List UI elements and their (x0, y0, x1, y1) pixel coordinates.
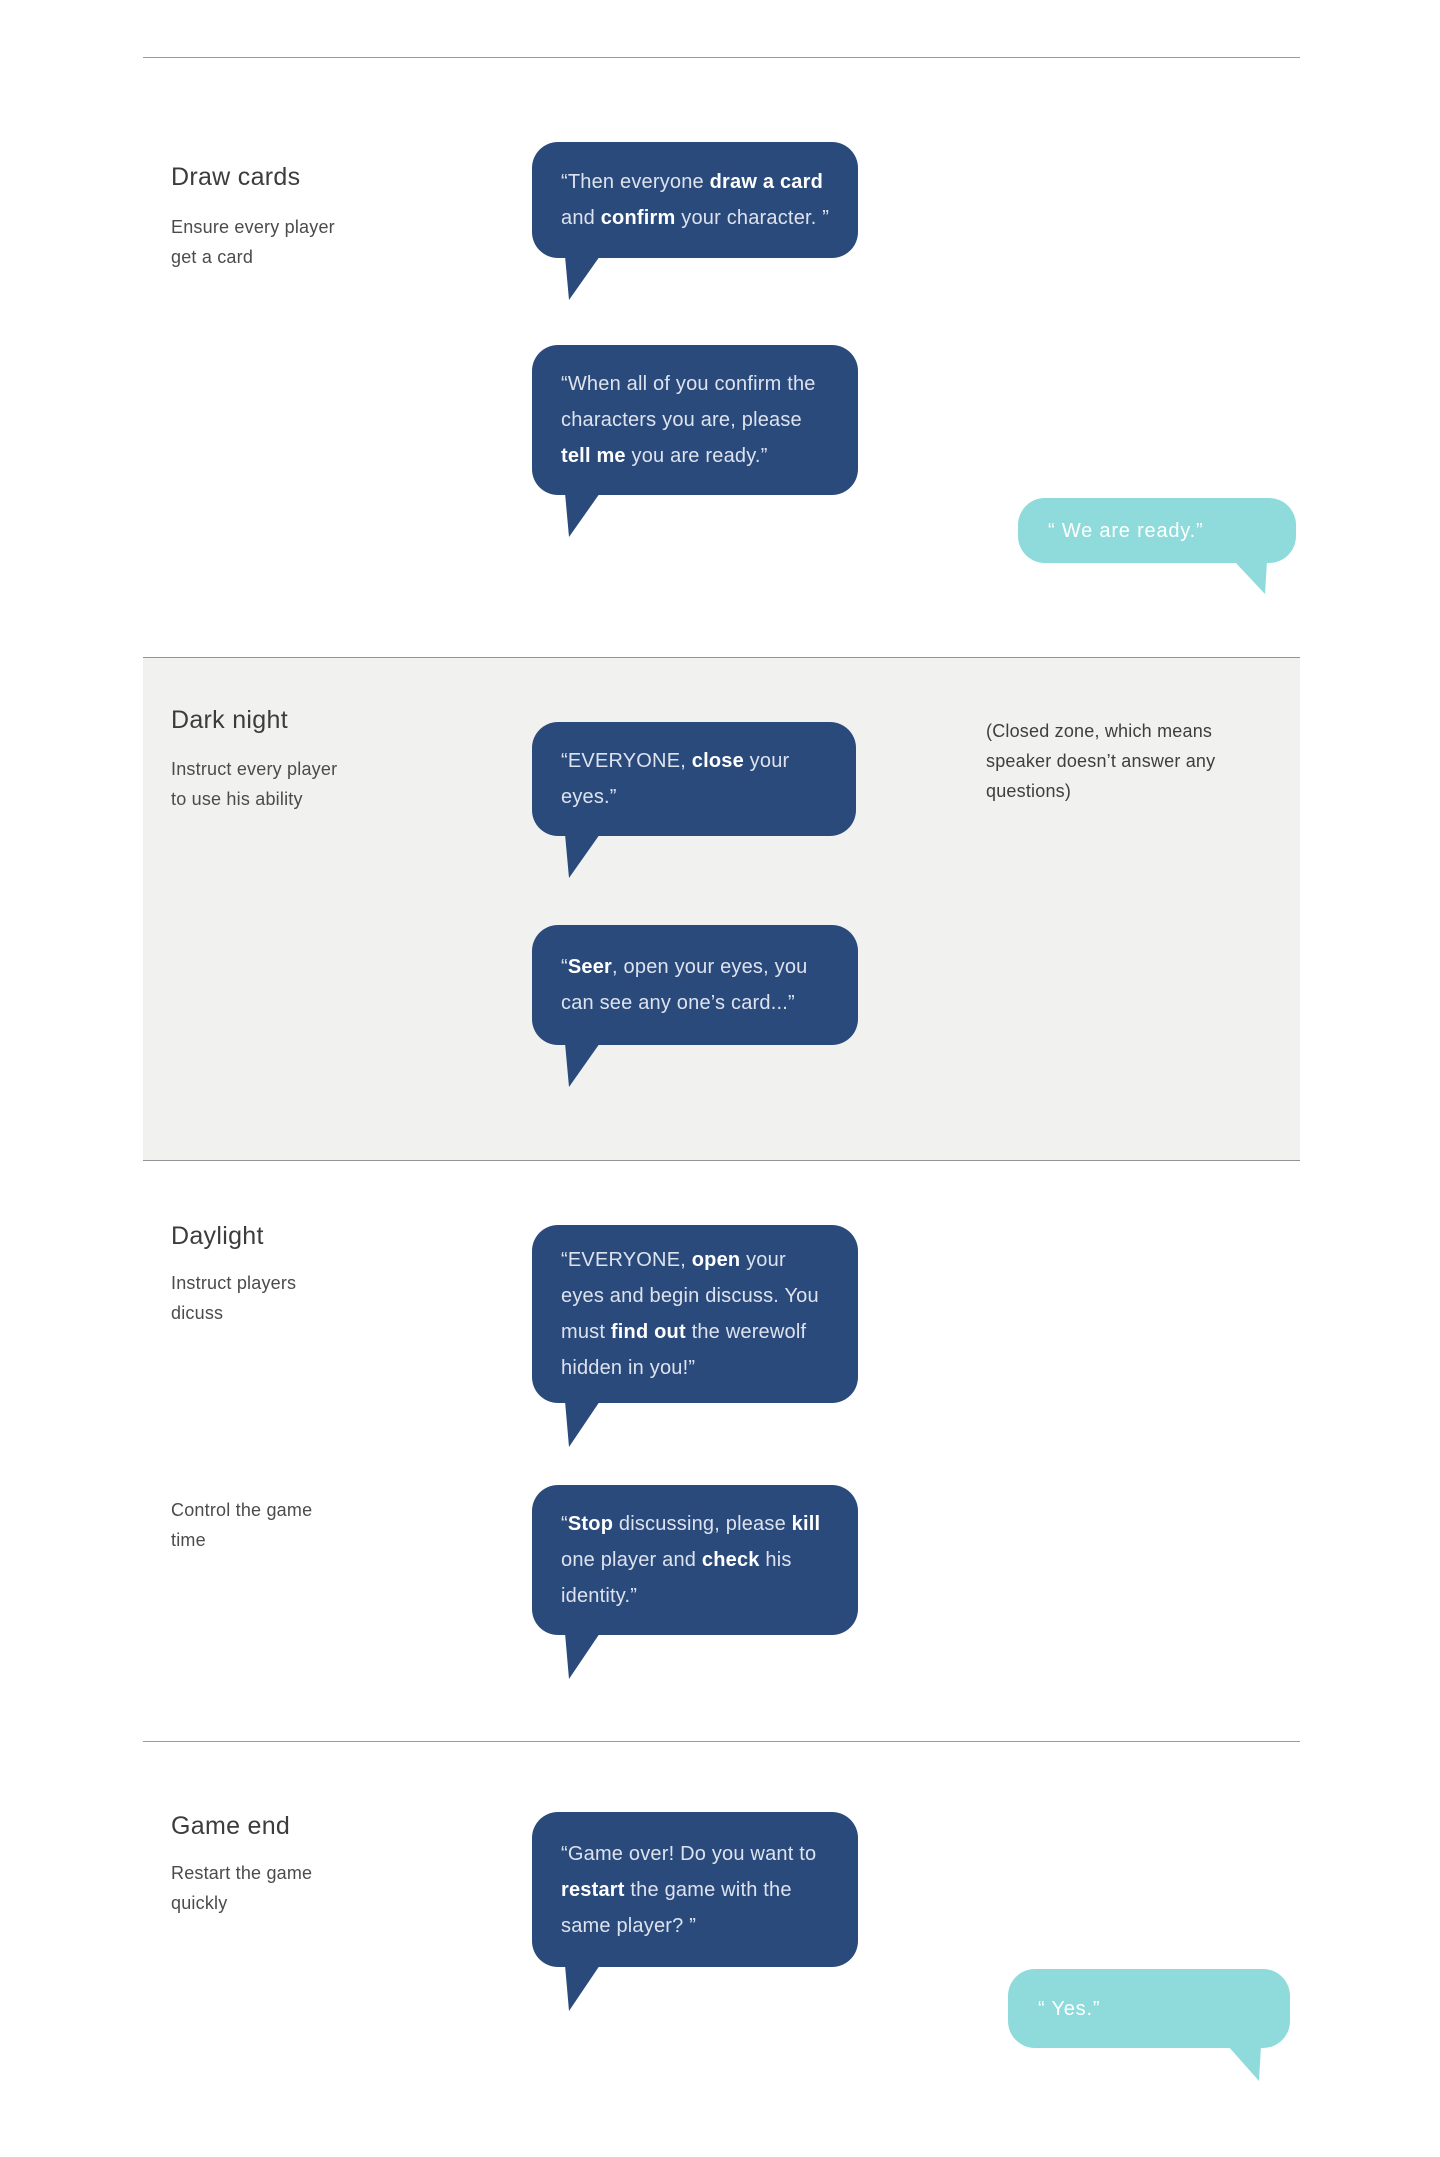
bubble-tail (1234, 561, 1267, 594)
bubble-tail (565, 834, 600, 878)
bubble-tail (565, 1965, 600, 2011)
section-title-dark-night: Dark night (171, 706, 288, 734)
bubble-tail (565, 493, 600, 537)
bubble-text: “ We are ready.” (1048, 519, 1204, 542)
bubble-text: “ Yes.” (1038, 1997, 1101, 2020)
section-title-game-end: Game end (171, 1812, 291, 1840)
bubble-tail (565, 1401, 600, 1447)
bubble-tail (565, 1633, 600, 1679)
section-title-draw-cards: Draw cards (171, 163, 301, 191)
user-bubble-yes: “ Yes.” (1008, 1969, 1290, 2081)
divider (143, 1741, 1300, 1742)
divider (143, 57, 1300, 58)
bubble-tail (565, 1043, 600, 1087)
bubble-tail (565, 256, 600, 300)
user-bubble-we-are-ready: “ We are ready.” (1018, 498, 1296, 594)
section-title-daylight: Daylight (171, 1222, 264, 1250)
bubble-tail (1228, 2046, 1261, 2081)
